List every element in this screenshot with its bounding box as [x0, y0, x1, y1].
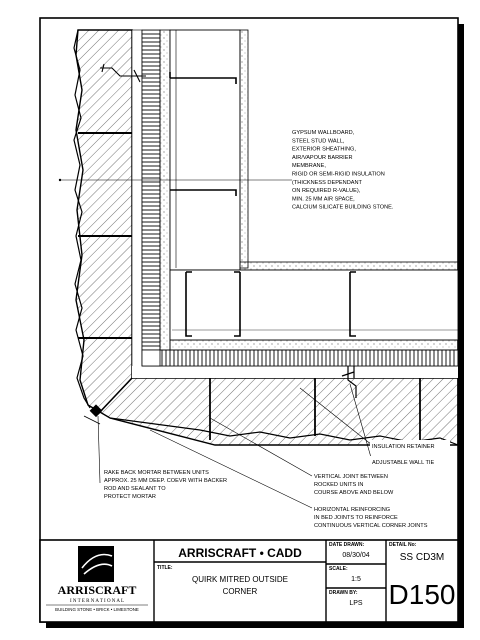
note-wall-assembly: GYPSUM WALLBOARD, STEEL STUD WALL, EXTERIO…: [292, 130, 394, 211]
date-value: 08/30/04: [342, 552, 369, 559]
note-rake-back: RAKE BACK MORTAR BETWEEN UNITS APPROX. 25…: [104, 470, 227, 500]
reinforcing-line: IN BED JOINTS TO REINFORCE: [314, 515, 398, 521]
vertical_joint-line: VERTICAL JOINT BETWEEN: [314, 474, 388, 480]
steel-stud: [349, 271, 356, 337]
detail-label: DETAIL No:: [389, 542, 417, 548]
leader-reinforcing: [149, 429, 313, 509]
date-label: DATE DRAWN:: [329, 542, 365, 548]
wall_assembly-line: EXTERIOR SHEATHING,: [292, 147, 356, 153]
air-space-bottom: [132, 366, 458, 378]
note-insulation-retainer: INSULATION RETAINER: [372, 444, 435, 450]
quirk-mitre: [97, 377, 133, 415]
drawn-by-value: LPS: [349, 600, 363, 607]
rake_back-line: PROTECT MORTAR: [104, 494, 156, 500]
leader-rake-back: [97, 415, 101, 484]
steel-stud: [234, 271, 241, 337]
svg-text:ARRISCRAFT: ARRISCRAFT: [58, 583, 137, 597]
scale-label: SCALE:: [329, 566, 348, 572]
reinforcing-icon: [83, 415, 101, 425]
rake_back-line: APPROX. 25 MM DEEP. COEVR WITH BACKER: [104, 478, 227, 484]
note-adjustable-wall-tie: ADJUSTABLE WALL TIE: [372, 460, 434, 466]
title-line-2: CORNER: [223, 587, 258, 596]
steel-stud: [170, 189, 237, 196]
exterior-sheathing-bottom: [169, 339, 459, 351]
rake_back-line: RAKE BACK MORTAR BETWEEN UNITS: [104, 470, 209, 476]
reinforcing-line: CONTINUOUS VERTICAL CORNER JOINTS: [314, 523, 428, 529]
svg-text:BUILDING STONE • BRICK • LIMES: BUILDING STONE • BRICK • LIMESTONE: [55, 607, 139, 612]
stud-cavity: [169, 29, 241, 271]
stud-cavity-bottom: [169, 269, 459, 341]
rake_back-line: ROD AND SEALANT TO: [104, 486, 166, 492]
gypsum-wallboard-bottom: [239, 261, 459, 271]
leader-vertical-joint: [209, 417, 313, 477]
svg-text:I N T E R N A T I O N A L: I N T E R N A T I O N A L: [70, 599, 124, 604]
leader-insulation-retainer: [299, 387, 373, 446]
scale-value: 1:5: [351, 576, 361, 583]
detail-number: D150: [389, 579, 456, 610]
arriscraft-logo: ARRISCRAFT I N T E R N A T I O N A L BUI…: [46, 546, 148, 612]
title-block: ARRISCRAFT I N T E R N A T I O N A L BUI…: [39, 539, 459, 623]
title-label: TITLE:: [157, 565, 173, 571]
wall_assembly-line: AIR/VAPOUR BARRIER: [292, 155, 353, 161]
vertical_joint-line: ROCKED UNITS IN: [314, 482, 363, 488]
wall_assembly-line: MIN. 25 MM AIR SPACE,: [292, 196, 355, 202]
detail-code: SS CD3M: [400, 552, 444, 563]
reinforcing-line: HORIZONTAL REINFORCING: [314, 507, 390, 513]
wall_assembly-line: CALCIUM SILICATE BUILDING STONE.: [292, 205, 394, 211]
wall_assembly-line: (THICKNESS DEPENDANT: [292, 180, 363, 186]
gypsum-wallboard: [239, 29, 249, 269]
note-vertical-joint: VERTICAL JOINT BETWEEN ROCKED UNITS IN COU…: [314, 474, 394, 496]
adjustable-wall-tie-icon: [341, 366, 357, 398]
drawn-by-label: DRAWN BY:: [329, 590, 358, 596]
steel-stud: [169, 72, 237, 84]
wall_assembly-line: GYPSUM WALLBOARD,: [292, 130, 355, 136]
air-space: [131, 29, 143, 379]
wall_assembly-line: RIGID OR SEMI-RIGID INSULATION: [292, 172, 385, 178]
wall_assembly-line: ON REQUIRED R-VALUE),: [292, 188, 361, 194]
exterior-sheathing: [159, 29, 171, 351]
note-reinforcing: HORIZONTAL REINFORCING IN BED JOINTS TO R…: [314, 507, 428, 529]
wall_assembly-line: MEMBRANE,: [292, 163, 326, 169]
vertical_joint-line: COURSE ABOVE AND BELOW: [314, 490, 394, 496]
wall_assembly-line: STEEL STUD WALL,: [292, 138, 345, 144]
rigid-insulation-bottom: [141, 349, 459, 367]
company-name: ARRISCRAFT • CADD: [178, 546, 302, 560]
leader-wall-tie: [349, 383, 373, 462]
rigid-insulation: [141, 29, 161, 351]
rocked-face: [73, 29, 91, 409]
steel-stud: [185, 271, 192, 337]
title-line-1: QUIRK MITRED OUTSIDE: [192, 575, 288, 584]
wall-tie-icon: [100, 67, 146, 83]
